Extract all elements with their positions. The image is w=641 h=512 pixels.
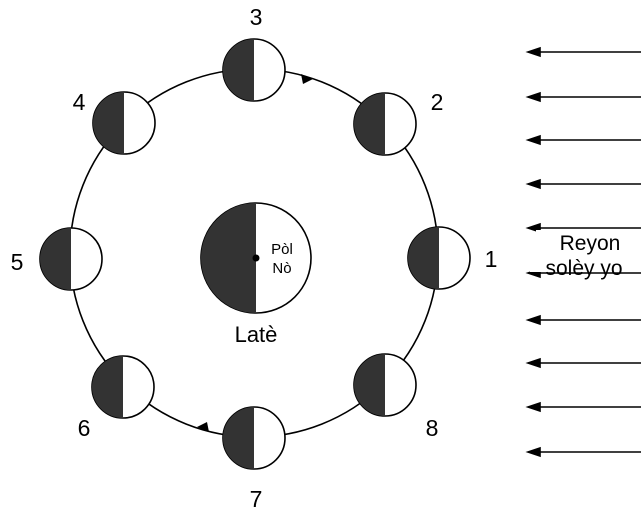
- position-number-5: 5: [11, 249, 24, 275]
- moon-8: [353, 353, 417, 417]
- north-pole-label-line2: Nò: [272, 260, 291, 277]
- moon-1: [407, 226, 471, 290]
- sun-rays-label-backing: [536, 230, 641, 254]
- sun-rays-label-line1: Reyon: [560, 232, 621, 255]
- sun-rays-label-line2: solèy yo: [545, 257, 622, 280]
- position-number-6: 6: [78, 415, 91, 441]
- position-number-7: 7: [250, 486, 263, 512]
- sun-rays: [525, 46, 641, 458]
- orbit-arrow-bottom: [197, 422, 209, 432]
- earth: [200, 202, 312, 314]
- north-pole-dot: [252, 254, 260, 262]
- moon-4: [92, 91, 156, 155]
- position-number-4: 4: [73, 89, 86, 115]
- north-pole-label-line1: Pòl: [271, 241, 293, 258]
- moon-5: [39, 227, 103, 291]
- orbit-arrow-top: [301, 74, 313, 84]
- moon-7: [222, 406, 286, 470]
- position-number-3: 3: [250, 4, 263, 30]
- sun-rays-label-backing: [530, 258, 641, 272]
- position-number-1: 1: [485, 246, 498, 272]
- moon-6: [91, 355, 155, 419]
- earth-label: Latè: [235, 322, 278, 347]
- position-number-8: 8: [426, 415, 439, 441]
- moon-3: [222, 38, 286, 102]
- moon-2: [353, 92, 417, 156]
- position-number-2: 2: [431, 89, 444, 115]
